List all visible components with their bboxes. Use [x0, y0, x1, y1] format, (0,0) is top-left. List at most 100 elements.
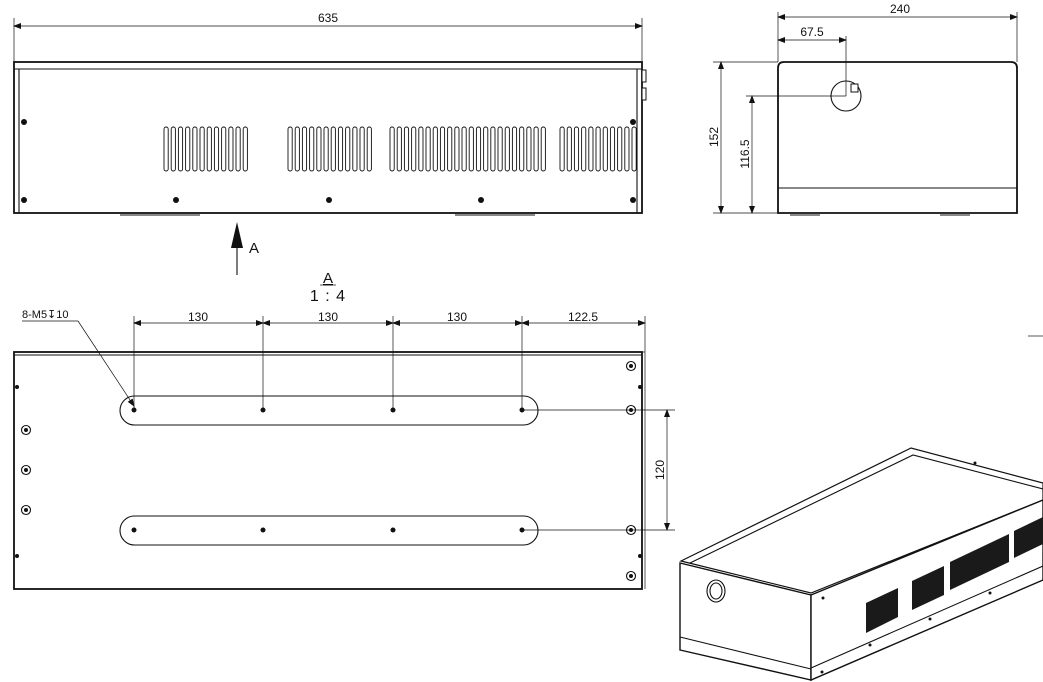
- vent-slot: [309, 126, 315, 172]
- side-view: 240 67.5 152 116.5: [707, 2, 1018, 216]
- iso-vent-panel: [950, 534, 1009, 590]
- ring-screw: [20, 504, 32, 516]
- dimension-label-240: 240: [890, 2, 910, 16]
- vent-slot: [566, 126, 572, 172]
- hole-spacing-dimensions: 130 130 130 122.5: [133, 310, 646, 410]
- vent-slot: [287, 126, 293, 172]
- vent-slot: [396, 126, 402, 172]
- vent-slot-group: [559, 126, 637, 172]
- ring-screw: [20, 424, 32, 436]
- vent-slot-group: [389, 126, 546, 172]
- vent-slot: [294, 126, 300, 172]
- vent-slot: [497, 126, 503, 172]
- iso-vent-panel: [912, 566, 944, 610]
- vent-slot: [337, 126, 344, 172]
- mounting-hole: [390, 407, 396, 413]
- iso-vent-panel: [866, 588, 898, 633]
- vent-slot: [185, 126, 191, 172]
- vent-slot: [519, 126, 525, 172]
- dimension-label-116-5: 116.5: [738, 139, 752, 168]
- vent-slot: [403, 126, 410, 172]
- hole-callout-text: 8-M5↧10: [22, 309, 69, 321]
- mounting-hole: [260, 407, 266, 413]
- vent-slot: [359, 126, 365, 172]
- vent-slot: [475, 126, 482, 172]
- edge-screw: [15, 385, 19, 389]
- dimension-label-67-5: 67.5: [800, 25, 824, 39]
- vent-slot: [177, 126, 184, 172]
- vent-slot: [192, 126, 198, 172]
- vent-slot: [602, 126, 608, 172]
- cable-port: [830, 80, 862, 112]
- vent-slot: [559, 126, 565, 172]
- vent-slot: [301, 126, 308, 172]
- vent-slot: [213, 126, 220, 172]
- mounting-slot: [119, 515, 539, 546]
- dimension-label-635: 635: [318, 11, 338, 25]
- vent-slot: [631, 126, 637, 172]
- vent-slot: [425, 126, 431, 172]
- ring-screw: [625, 404, 637, 416]
- vent-slot: [411, 126, 417, 172]
- iso-vent-panel: [1014, 517, 1043, 558]
- side-body: [777, 61, 1018, 216]
- edge-screw: [638, 385, 642, 389]
- dimension-side-height: 152: [707, 61, 778, 214]
- front-view: 635: [13, 11, 647, 216]
- spacing-label-3: 130: [447, 310, 467, 324]
- vent-slot: [504, 126, 510, 172]
- vent-slot: [490, 126, 496, 172]
- vent-slot: [170, 126, 176, 172]
- vent-slot-group: [163, 126, 248, 172]
- dimension-hole-offset: 67.5: [777, 25, 847, 96]
- bottom-view: A 1 : 4 8-M5↧10 130 130 130 122.5: [13, 270, 675, 590]
- vent-slot: [533, 126, 539, 172]
- vent-slot: [588, 126, 594, 172]
- vent-slot: [316, 126, 322, 172]
- view-scale: 1 : 4: [310, 288, 346, 305]
- vent-slot: [366, 126, 372, 172]
- vent-slot: [454, 126, 460, 172]
- front-screws: [21, 119, 636, 203]
- vent-slot: [199, 126, 205, 172]
- screw-hole: [630, 197, 636, 203]
- vent-slot: [595, 126, 601, 172]
- screw-hole: [326, 197, 332, 203]
- vent-slot: [624, 126, 630, 172]
- spacing-label-2: 130: [318, 310, 338, 324]
- vent-slot: [242, 126, 248, 172]
- dimension-overall-width: 635: [13, 11, 643, 62]
- vent-slot: [483, 126, 489, 172]
- vent-slot: [447, 126, 453, 172]
- vent-slot: [330, 126, 336, 172]
- vent-slot: [461, 126, 467, 172]
- screw-hole: [173, 197, 179, 203]
- ring-screw: [625, 360, 637, 372]
- view-arrow-a: A: [231, 222, 259, 275]
- mounting-hole: [131, 407, 137, 413]
- vent-slot: [345, 126, 351, 172]
- vent-slot: [573, 126, 580, 172]
- dimension-slot-spacing: 120: [522, 409, 675, 531]
- vent-slot: [526, 126, 532, 172]
- dimension-hole-height: 116.5: [738, 95, 846, 214]
- screw-hole: [630, 119, 636, 125]
- screw-hole: [21, 119, 27, 125]
- iso-cable-port-icon: [706, 579, 726, 603]
- view-title: A: [323, 270, 333, 287]
- bottom-body: [13, 351, 646, 590]
- mounting-hole: [131, 527, 137, 533]
- isometric-view: [679, 447, 1043, 682]
- ring-screw: [625, 524, 637, 536]
- dimension-label-120: 120: [653, 460, 667, 480]
- mounting-hole: [260, 527, 266, 533]
- edge-screw: [15, 554, 19, 558]
- ring-screw: [625, 570, 637, 582]
- vent-slot: [581, 126, 587, 172]
- edge-fasteners: [15, 360, 642, 582]
- vent-slot: [617, 126, 623, 172]
- front-body: [13, 61, 647, 216]
- vent-slot: [235, 126, 241, 172]
- vent-slot: [323, 126, 329, 172]
